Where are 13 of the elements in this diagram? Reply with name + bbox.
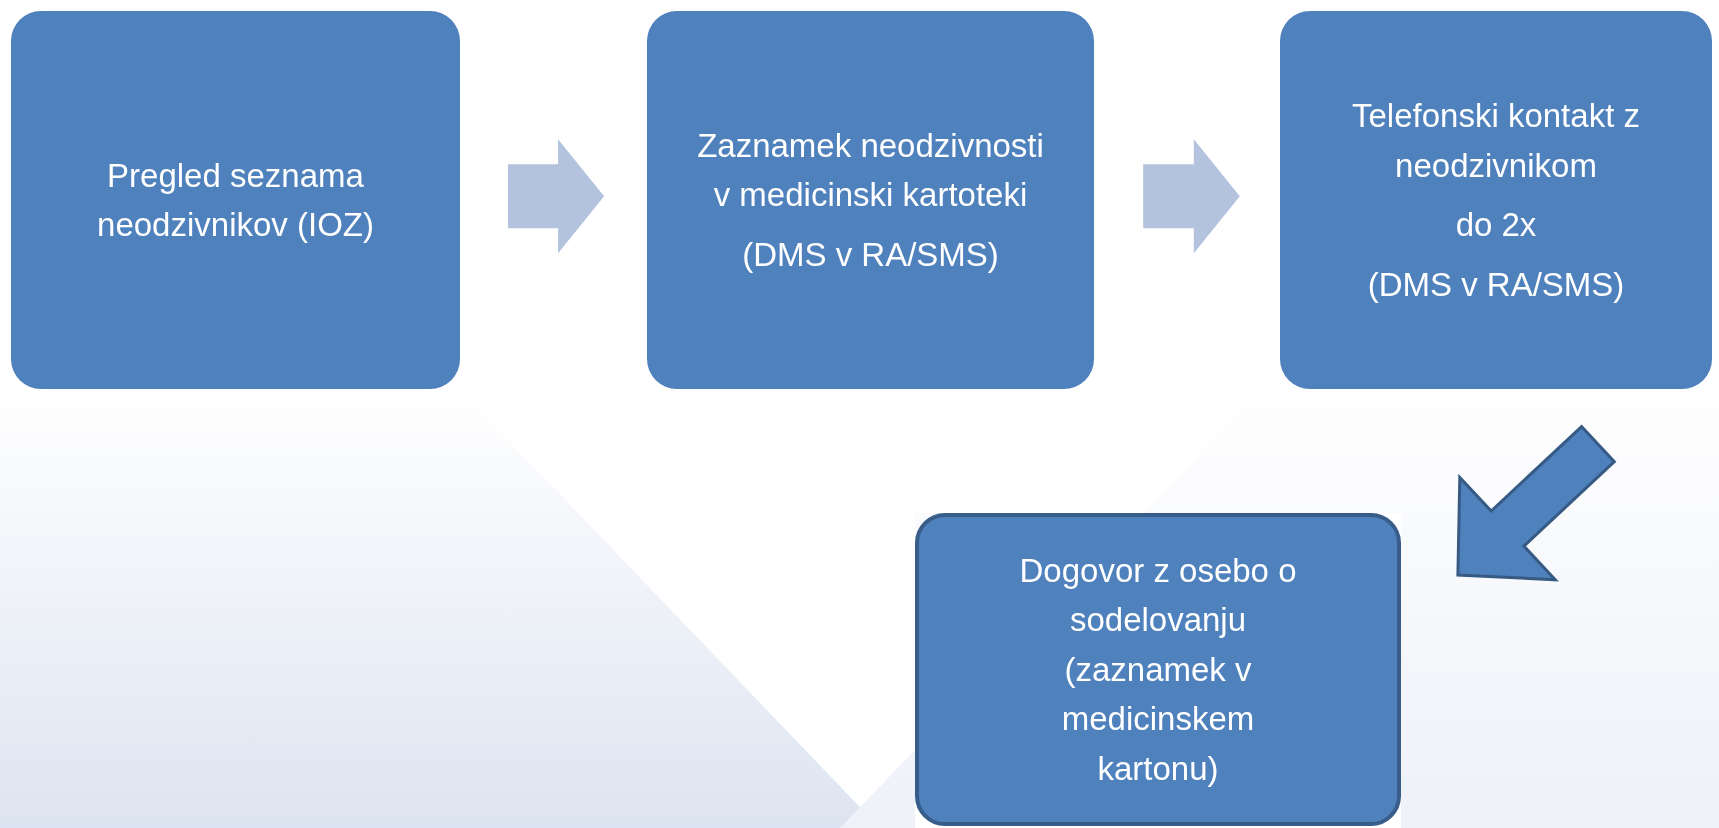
block-arrow	[508, 139, 605, 254]
block-arrow	[1456, 424, 1617, 582]
process-box	[915, 513, 1401, 826]
block-arrow	[1143, 139, 1240, 254]
box-text: (DMS v RA/SMS)	[742, 234, 999, 275]
box-text: (DMS v RA/SMS)	[1367, 264, 1625, 305]
process-box	[1280, 11, 1712, 389]
process-box	[647, 11, 1094, 389]
box-text: Zaznamek neodzivnosti v medicinski kartoteki	[696, 125, 1045, 216]
process-box	[11, 11, 460, 389]
box-text: Pregled seznama neodzivnikov (IOZ)	[96, 155, 375, 245]
box-text: Dogovor z osebo o sodelovanju (zaznamek v medicinskem kartonu)	[1018, 550, 1298, 789]
box-text: do 2x	[1455, 205, 1537, 245]
